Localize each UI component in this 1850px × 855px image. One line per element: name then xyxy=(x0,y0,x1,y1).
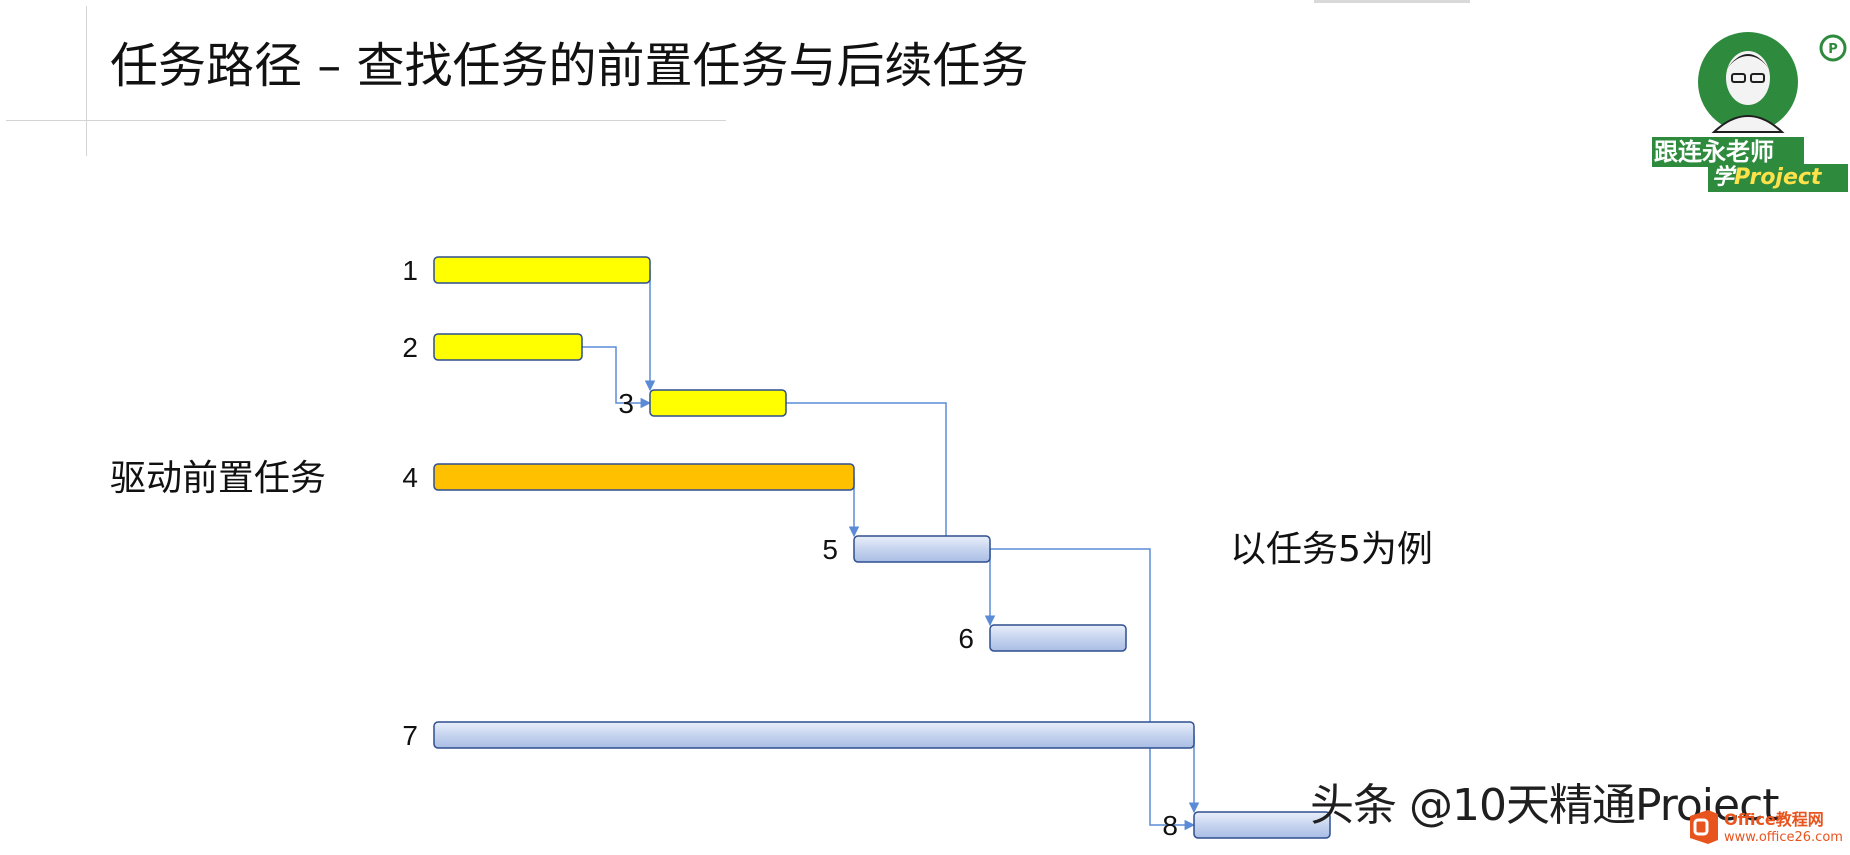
svg-text:P: P xyxy=(1828,42,1838,57)
task-number-8: 8 xyxy=(1162,810,1178,841)
example-task-label: 以任务5为例 xyxy=(1230,529,1433,570)
task-bar-6 xyxy=(989,624,1127,652)
logo-line-2-prefix: 学 xyxy=(1712,165,1735,190)
task-number-1: 1 xyxy=(402,255,418,286)
task-number-4: 4 xyxy=(402,462,418,493)
teacher-logo: P xyxy=(1648,30,1848,200)
link-5-to-8 xyxy=(990,548,1196,831)
logo-line-2: 学Project xyxy=(1708,164,1848,192)
office-logo-icon xyxy=(1690,810,1718,844)
title-underline xyxy=(6,120,726,121)
task-bar-8 xyxy=(1193,811,1331,839)
brand-name: Office教程网 xyxy=(1724,810,1824,829)
top-edge-tab xyxy=(1314,0,1470,3)
task-bar-5 xyxy=(853,535,991,563)
page-title: 任务路径 – 查找任务的前置任务与后续任务 xyxy=(110,38,1029,94)
brand-url: www.office26.com xyxy=(1724,830,1843,845)
task-bar-3 xyxy=(649,389,787,417)
logo-line-2-accent: Project xyxy=(1734,165,1822,190)
link-2-to-3 xyxy=(582,346,652,409)
logo-line-1: 跟连永老师 xyxy=(1652,137,1804,167)
teacher-portrait-icon: P xyxy=(1698,32,1847,133)
task-number-2: 2 xyxy=(402,332,418,363)
title-side-rule xyxy=(86,6,87,156)
task-number-7: 7 xyxy=(402,720,418,751)
dependency-links xyxy=(582,270,1200,831)
task-bar-2 xyxy=(433,333,583,361)
task-number-6: 6 xyxy=(958,623,974,654)
task-bar-7 xyxy=(433,721,1195,749)
task-bar-4 xyxy=(433,463,855,491)
office-brand: Office教程网 www.office26.com xyxy=(1686,808,1850,848)
task-bars xyxy=(433,256,1331,839)
driving-predecessor-label: 驱动前置任务 xyxy=(110,458,327,499)
task-number-3: 3 xyxy=(618,388,634,419)
task-numbers: 1 2 3 4 5 6 7 8 xyxy=(402,255,1178,841)
task-bar-1 xyxy=(433,256,651,284)
task-number-5: 5 xyxy=(822,534,838,565)
